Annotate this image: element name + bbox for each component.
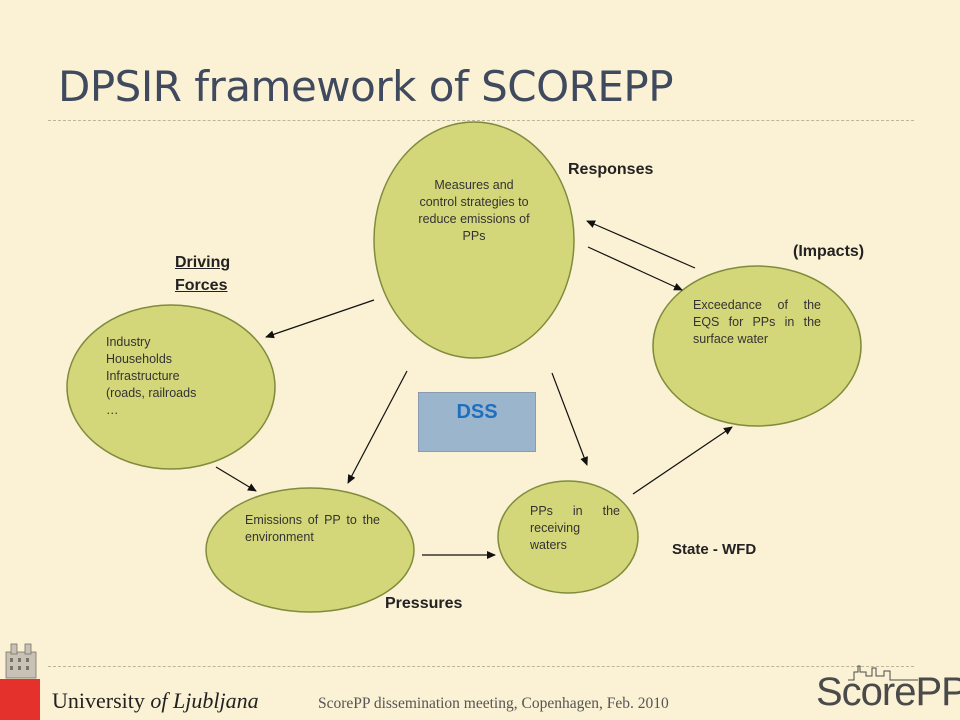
driving-node-text: Industry Households Infrastructure (road… [106, 334, 236, 419]
dss-label: DSS [456, 401, 498, 423]
label-pressures: Pressures [385, 595, 463, 612]
impacts-node-text: Exceedance of the EQS for PPs in the sur… [693, 298, 821, 346]
arrow-responses-to-state [551, 372, 588, 466]
node-state [497, 480, 639, 594]
castle-logo-icon [5, 643, 37, 679]
driving-line-3: Infrastructure [106, 369, 180, 383]
node-pressures [205, 487, 415, 613]
label-driving-2: Forces [175, 277, 228, 294]
slide-title: DPSIR framework of SCOREPP [58, 62, 674, 111]
university-name-part2: of Ljubljana [150, 688, 259, 713]
node-responses [373, 121, 575, 359]
driving-line-5: … [106, 403, 119, 417]
arrow-state-to-impacts [632, 426, 733, 495]
node-impacts [652, 265, 862, 427]
label-driving-1: Driving [175, 254, 231, 271]
pressures-node-text: Emissions of PP to the environment [245, 513, 380, 544]
arrow-responses-to-impacts [587, 246, 683, 291]
footer-divider [48, 666, 914, 667]
state-node-text: PPs in the receiving waters [530, 504, 620, 552]
label-impacts: (Impacts) [793, 243, 865, 260]
dss-box: DSS [418, 392, 536, 452]
driving-line-2: Households [106, 352, 173, 366]
university-red-block [0, 679, 40, 720]
driving-line-1: Industry [106, 335, 151, 349]
scorepp-logo: ScorePP [816, 670, 960, 714]
university-name-part1: University [52, 688, 151, 713]
footer-meeting-text: ScorePP dissemination meeting, Copenhage… [318, 695, 669, 712]
driving-line-4: (roads, railroads [106, 386, 197, 400]
arrow-responses-to-pressures [347, 370, 408, 484]
scorepp-skyline-icon [848, 665, 918, 681]
title-divider [48, 120, 914, 121]
label-state: State - WFD [672, 541, 757, 558]
arrow-impacts-to-responses [586, 220, 696, 269]
arrow-driving-to-pressures [215, 466, 257, 492]
node-driving-forces [66, 304, 276, 470]
arrow-responses-to-driving [265, 299, 375, 339]
university-name: University of Ljubljana [52, 688, 259, 714]
responses-node-text: Measures and control strategies to reduc… [418, 178, 530, 243]
label-responses: Responses [568, 161, 654, 178]
